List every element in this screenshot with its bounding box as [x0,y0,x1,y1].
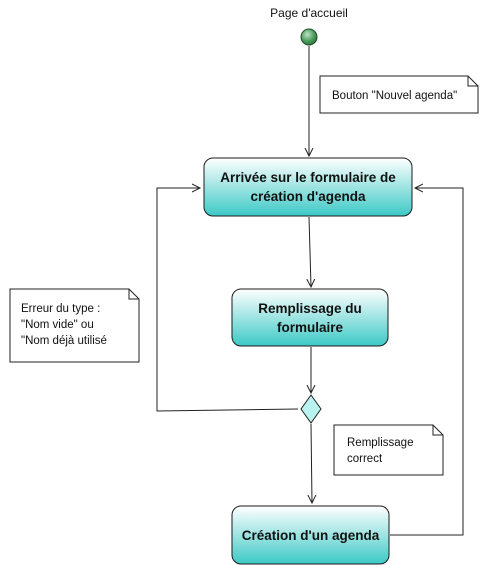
note-correct-text: Remplissage correct [347,437,414,465]
flow-decision-to-creation [311,423,312,503]
activity-arrival-box [203,157,413,217]
note-error-text: Erreur du type : "Nom vide" ou "Nom déjà… [21,303,107,347]
note-button-shape [319,75,479,114]
flow-creation-loop [390,188,464,536]
activity-creation-label: Création d'un agenda [241,527,380,543]
decision-node [300,394,322,424]
note-correct-shape [333,424,444,476]
note-button-text: Bouton "Nouvel agenda" [332,90,458,102]
flow-arrival-to-filling [309,216,311,287]
activity-filling-label: Remplissage du formulaire [258,300,362,335]
activity-creation-box [231,505,390,565]
note-correct: Remplissage correct [347,435,413,467]
start-node [300,28,318,46]
note-error-shape [9,288,140,363]
note-error: Erreur du type : "Nom vide" ou "Nom déjà… [21,301,107,349]
activity-filling-box [231,288,389,347]
flow-error-loop [156,188,299,412]
activity-arrival-label: Arrivée sur le formulaire de création d'… [220,170,396,204]
note-button: Bouton "Nouvel agenda" [332,88,457,104]
start-label: Page d'accueil [270,6,348,20]
